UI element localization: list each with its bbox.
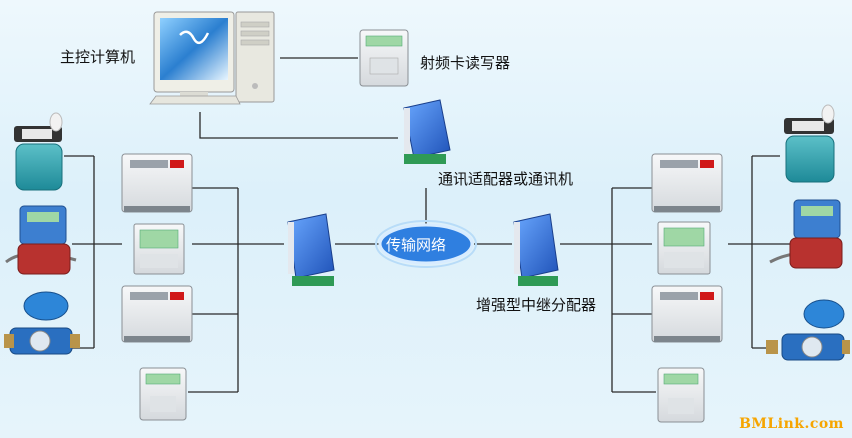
water-meter-icon xyxy=(766,299,850,361)
card-reader-icon xyxy=(359,29,409,87)
rf-reader-label: 射频卡读写器 xyxy=(420,54,511,72)
repeater-icon xyxy=(287,213,335,286)
comm-adapter-icon xyxy=(403,99,451,164)
water-meter-icon xyxy=(4,291,80,355)
card-terminal-icon xyxy=(657,367,705,423)
host-computer-label: 主控计算机 xyxy=(60,48,136,66)
comm-adapter-label: 通讯适配器或通讯机 xyxy=(438,170,574,188)
repeater-label: 增强型中继分配器 xyxy=(476,296,597,314)
display-controller-icon xyxy=(133,223,185,275)
network-label: 传输网络 xyxy=(386,236,447,254)
heat-meter-icon xyxy=(769,199,843,269)
gas-meter-icon xyxy=(14,112,63,191)
controller-icon xyxy=(121,153,193,213)
card-terminal-icon xyxy=(139,367,187,421)
network-node xyxy=(375,220,477,268)
heat-meter-icon xyxy=(5,205,77,275)
controller-icon xyxy=(651,153,723,213)
watermark: BMLink.com xyxy=(739,416,844,432)
repeater-icon xyxy=(513,213,559,286)
connection-lines xyxy=(64,57,790,393)
display-controller-icon xyxy=(657,221,711,275)
computer-icon xyxy=(149,11,275,105)
gas-meter-icon xyxy=(784,104,835,183)
controller-icon xyxy=(651,285,723,343)
controller-icon xyxy=(121,285,193,343)
